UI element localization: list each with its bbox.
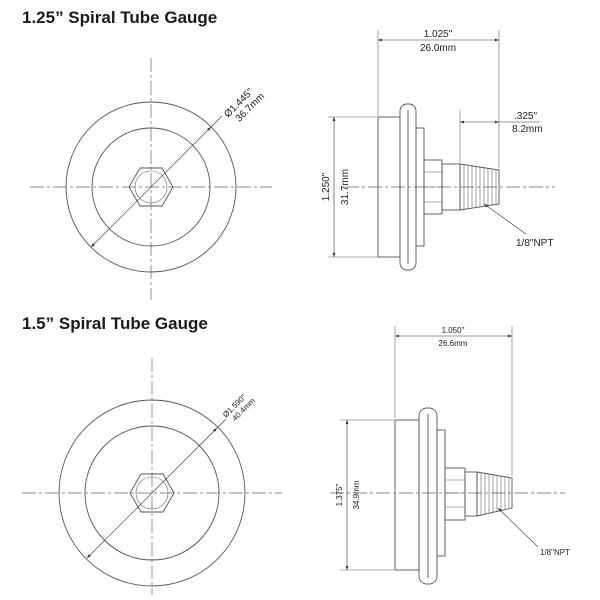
gauge-1-side-thread [459,163,500,211]
gauge-2-height-mm: 34.9mm [352,480,361,509]
gauge-2-height-in: 1.375" [335,483,344,506]
gauge-2-bezel-inner [84,425,220,561]
gauge-1-height-mm: 31.7mm [340,169,351,205]
gauge-1-side-view: 1.025" 26.0mm 1.250" 31.7mm .325" 8.2mm … [321,29,555,271]
gauge-1-front-view: Ø1.445" 36.7mm [30,58,272,300]
gauge-1-stem-in: .325" [514,111,537,122]
gauge-1-title: 1.25” Spiral Tube Gauge [22,8,218,27]
gauge-2-depth-in: 1.050" [442,326,465,335]
gauge-1-depth-in: 1.025" [424,29,453,40]
gauge-2-diameter-dimension [86,427,218,559]
gauge-1-bezel-outer [65,101,237,273]
gauge-2-diameter-leader [216,418,227,429]
gauge-2-thread-label: 1/8"NPT [540,548,570,557]
gauge-2-side-hex [444,467,466,521]
gauge-2-bezel-outer [58,399,246,587]
gauge-2-side-view: 1.050" 26.6mm 1.375" 34.9mm 1/8"NPT [330,326,570,585]
gauge-1-thread-label: 1/8"NPT [516,238,553,249]
gauge-2-side-thread [476,471,513,517]
gauge-1-diameter-dimension [90,126,212,248]
gauge-2-title: 1.5” Spiral Tube Gauge [22,314,208,333]
gauge-2-thread-leader [497,507,539,548]
gauge-1-diameter-leader [210,115,223,128]
gauge-1-thread-leader [483,203,527,235]
gauge-2-depth-mm: 26.6mm [439,339,468,348]
gauge-1-stem-mm: 8.2mm [512,124,543,135]
gauge-1-depth-mm: 26.0mm [420,43,456,54]
gauge-2-side-stem [464,471,478,517]
gauge-1-height-in: 1.250" [321,172,332,201]
gauge-2-front-view: Ø1.590" 40.4mm [22,358,282,595]
gauge-2-side-case [394,419,420,571]
